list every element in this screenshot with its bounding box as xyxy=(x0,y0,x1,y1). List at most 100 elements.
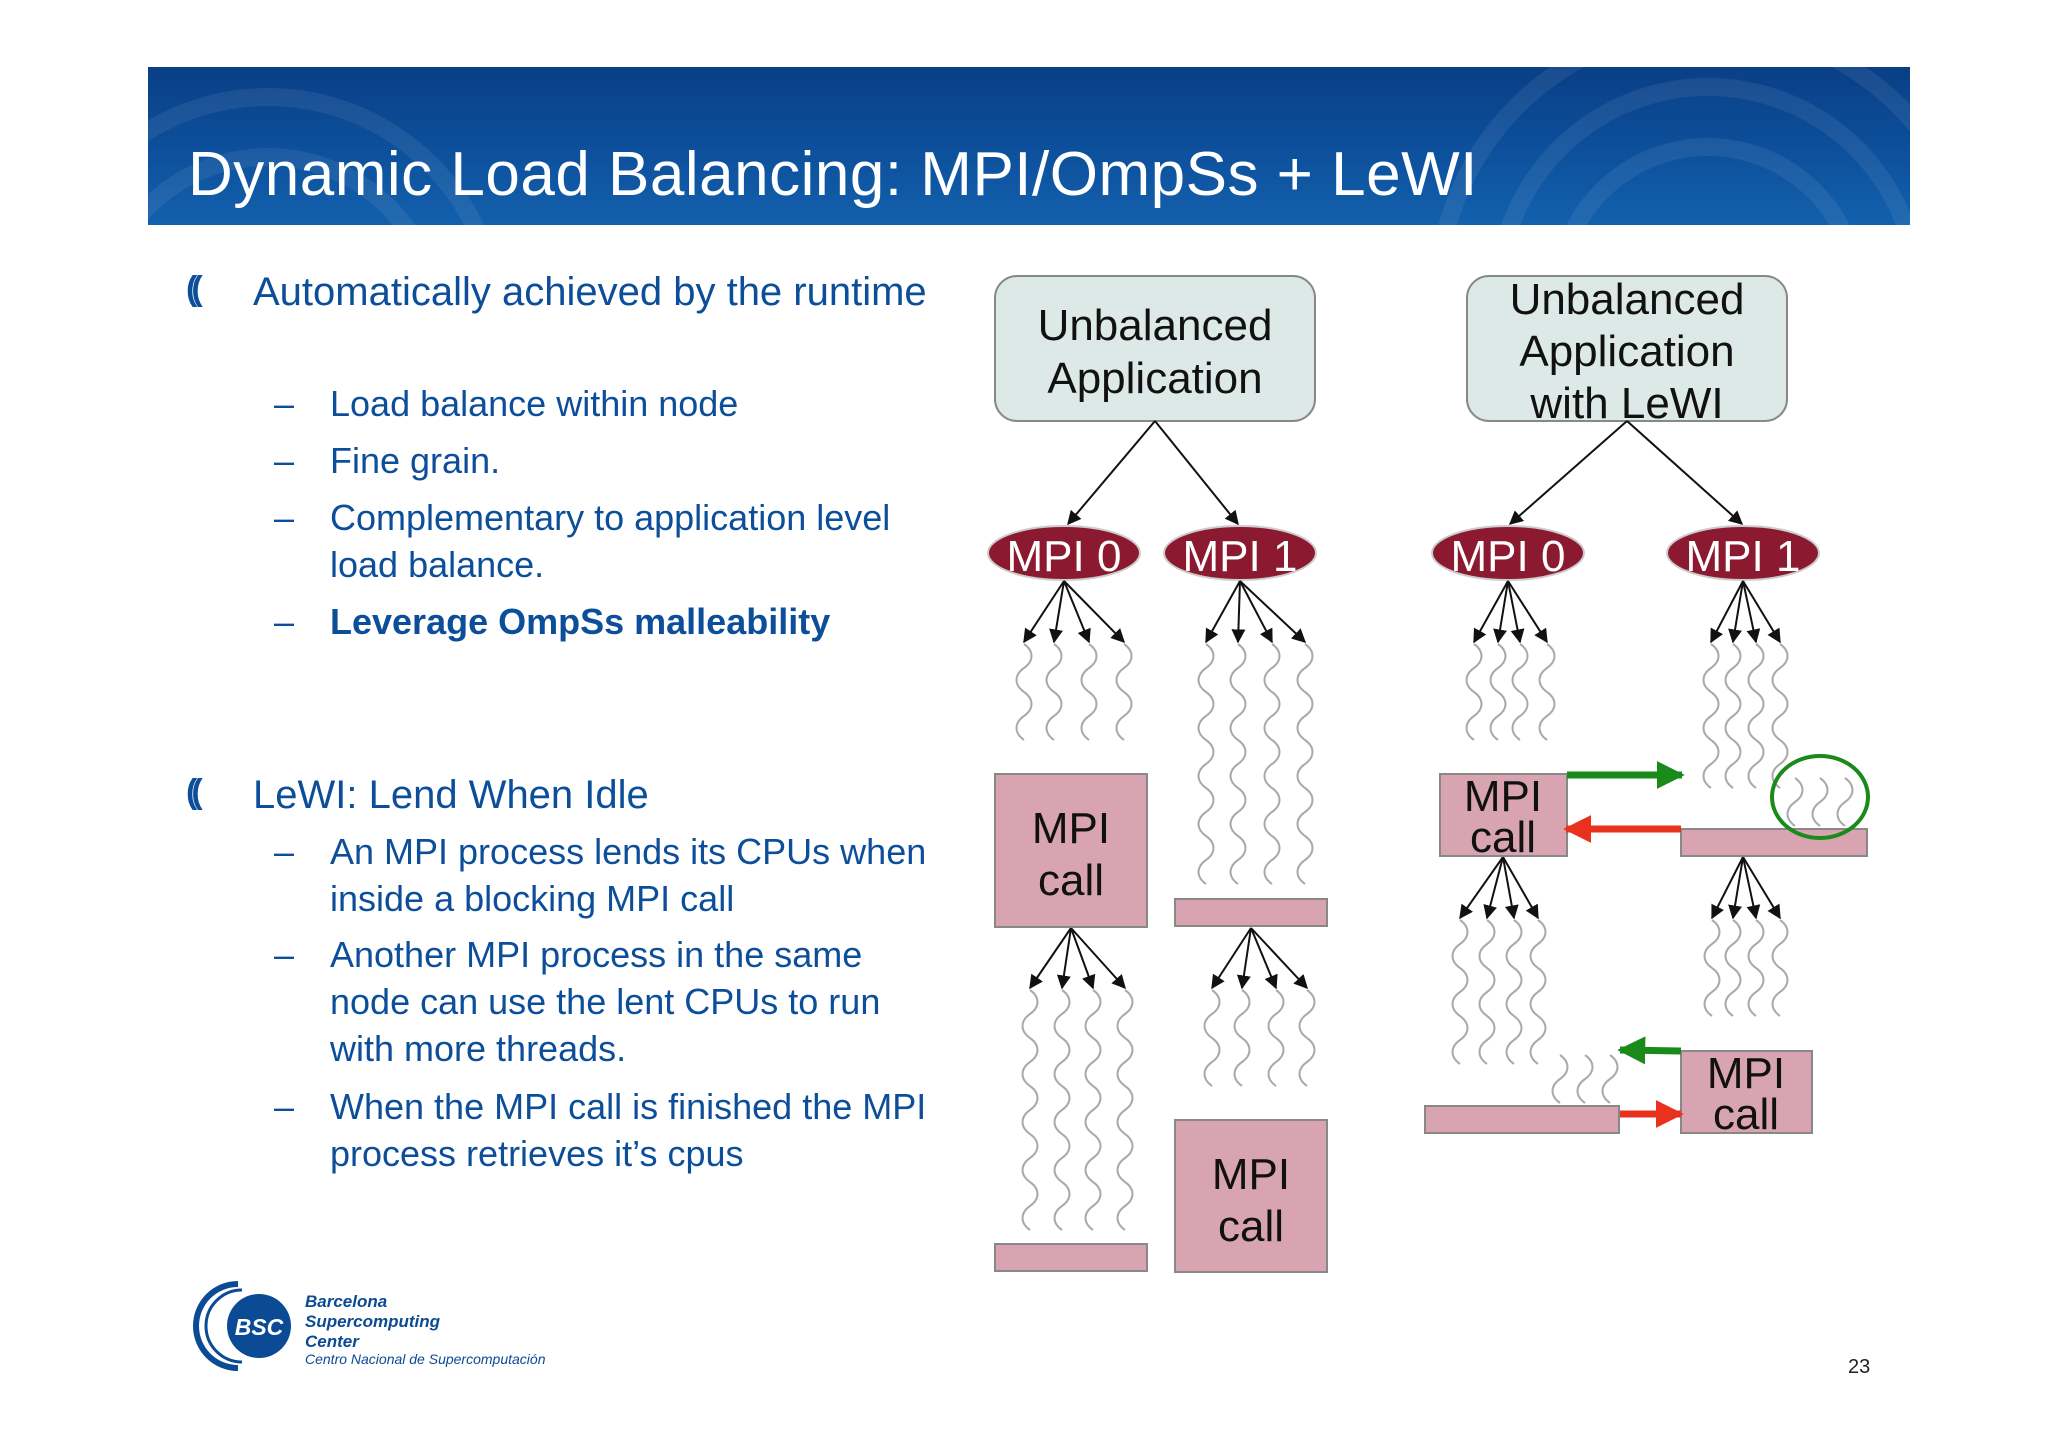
fork-arrow xyxy=(1070,927,1096,990)
thread-wave xyxy=(1747,967,1765,1017)
mpi-call-bar xyxy=(1680,828,1868,857)
thread-wave xyxy=(1021,1037,1039,1087)
thread-wave xyxy=(1021,989,1039,1039)
dash-marker: – xyxy=(274,934,295,975)
thread-wave xyxy=(1263,835,1281,885)
mpi-call-box xyxy=(1439,773,1568,857)
thread-wave xyxy=(1296,691,1314,741)
mpi-call-bar xyxy=(1424,1105,1620,1134)
thread-wave xyxy=(1465,643,1483,693)
bsc-logo: BSC xyxy=(193,1281,291,1371)
thread-wave xyxy=(1263,643,1281,693)
logo-name: Barcelona Supercomputing Center xyxy=(305,1292,441,1351)
thread-wave xyxy=(1538,691,1556,741)
thread-wave xyxy=(1053,1085,1071,1135)
thread-wave xyxy=(1015,691,1033,741)
fork-arrow xyxy=(1742,856,1761,920)
thread-wave xyxy=(1478,1015,1496,1065)
thread-wave xyxy=(1229,643,1247,693)
process-label: MPI 1 xyxy=(1183,532,1298,581)
fork-arrow xyxy=(1710,580,1744,644)
thread-wave xyxy=(1203,1037,1221,1087)
thread-wave xyxy=(1601,1054,1619,1104)
title-banner: Dynamic Load Balancing: MPI/OmpSs + LeWI xyxy=(148,67,1910,225)
fork-arrow xyxy=(1459,856,1504,920)
thread-wave xyxy=(1197,643,1215,693)
thread-wave xyxy=(1703,919,1721,969)
call-label: MPI xyxy=(1464,772,1542,821)
call-label: MPI xyxy=(1707,1049,1785,1098)
thread-wave xyxy=(1197,691,1215,741)
process-label: MPI 0 xyxy=(1451,532,1566,581)
dash-marker: – xyxy=(274,1086,295,1127)
thread-wave xyxy=(1724,967,1742,1017)
thread-wave xyxy=(1702,643,1720,693)
thread-wave xyxy=(1724,643,1742,693)
thread-wave xyxy=(1296,835,1314,885)
thread-wave xyxy=(1084,1133,1102,1183)
thread-wave xyxy=(1478,919,1496,969)
thread-wave xyxy=(1229,787,1247,837)
thread-wave xyxy=(1015,643,1033,693)
thread-wave xyxy=(1197,835,1215,885)
fork-arrow xyxy=(1493,580,1509,644)
fork-arrow xyxy=(1239,580,1273,644)
thread-wave xyxy=(1747,691,1765,741)
thread-wave xyxy=(1529,967,1547,1017)
box-label: Application xyxy=(1519,327,1734,376)
mpi-call-box xyxy=(994,773,1148,928)
thread-wave xyxy=(1724,919,1742,969)
section-heading: LeWI: Lend When Idle xyxy=(253,773,649,817)
thread-wave xyxy=(1771,691,1789,741)
thread-wave xyxy=(1053,1181,1071,1231)
thread-wave xyxy=(1298,989,1316,1039)
fork-arrow xyxy=(1056,927,1072,990)
call-label: call xyxy=(1713,1090,1779,1139)
box-label: Unbalanced xyxy=(1038,301,1273,350)
fork-arrow xyxy=(1250,927,1278,990)
fork-arrow xyxy=(1049,580,1065,644)
mpi-call-bar xyxy=(994,1243,1148,1272)
dash-marker: – xyxy=(274,497,295,538)
thread-wave xyxy=(1229,739,1247,789)
thread-wave xyxy=(1229,691,1247,741)
thread-wave xyxy=(1489,643,1507,693)
thread-wave xyxy=(1747,643,1765,693)
thread-wave xyxy=(1505,1015,1523,1065)
thread-wave xyxy=(1747,919,1765,969)
logo-acronym: BSC xyxy=(235,1314,284,1340)
fork-arrow xyxy=(1711,856,1744,920)
list-item: When the MPI call is finished the MPI pr… xyxy=(330,1086,927,1174)
thread-wave xyxy=(1021,1133,1039,1183)
mpi-process: MPI 0 xyxy=(987,525,1141,581)
thread-wave xyxy=(1116,1133,1134,1183)
dash-marker: – xyxy=(274,601,295,642)
thread-wave xyxy=(1771,643,1789,693)
thread-wave xyxy=(1296,739,1314,789)
list-item: Another MPI process in the same node can… xyxy=(330,934,881,1069)
thread-wave xyxy=(1084,1181,1102,1231)
box-label: with LeWI xyxy=(1529,379,1723,428)
lend-cpus-arrow xyxy=(1617,1036,1682,1065)
logo-subtitle: Centro Nacional de Supercomputación xyxy=(305,1351,546,1367)
thread-wave xyxy=(1451,1015,1469,1065)
fork-arrow xyxy=(1063,580,1091,644)
fork-arrow xyxy=(1742,580,1761,644)
thread-wave xyxy=(1538,643,1556,693)
thread-wave xyxy=(1233,989,1251,1039)
call-label: call xyxy=(1218,1202,1284,1251)
thread-wave xyxy=(1229,835,1247,885)
thread-wave xyxy=(1053,1037,1071,1087)
thread-wave xyxy=(1465,691,1483,741)
call-label: call xyxy=(1470,813,1536,862)
call-label: call xyxy=(1038,856,1104,905)
fork-arrow xyxy=(1507,580,1525,644)
fork-arrow xyxy=(1728,856,1744,920)
fork-arrows xyxy=(1023,580,1781,990)
thread-wave xyxy=(1529,919,1547,969)
mpi-process: MPI 1 xyxy=(1163,525,1317,581)
fork-arrow xyxy=(1742,856,1781,920)
dash-marker: – xyxy=(274,383,295,424)
thread-wave xyxy=(1021,1181,1039,1231)
